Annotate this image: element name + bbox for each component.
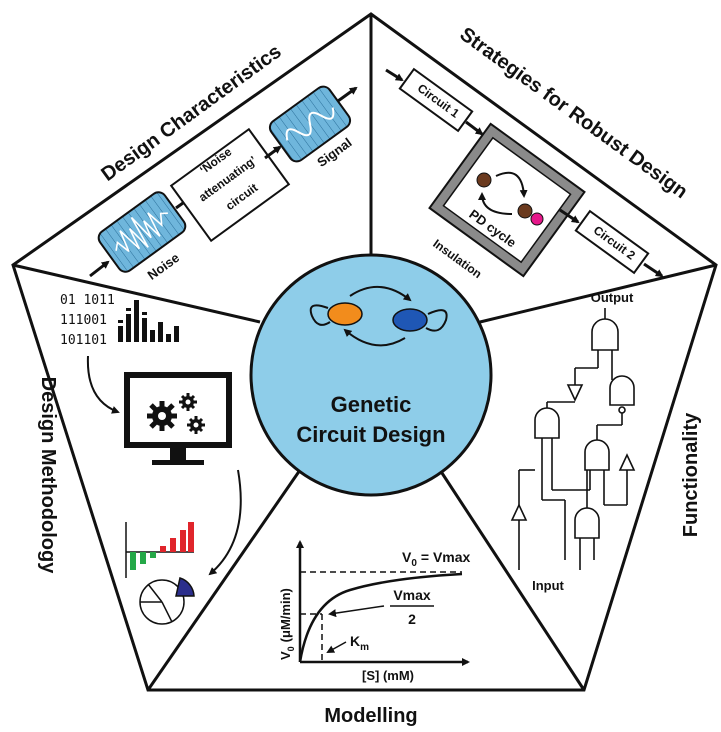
phosphate-group xyxy=(530,212,544,226)
half-arrow xyxy=(328,605,385,618)
and-gate-mid xyxy=(584,439,610,471)
mm-x-label: [S] (mM) xyxy=(362,668,414,683)
circuit1-to-cycle-arrow xyxy=(465,120,484,136)
circuit2-box xyxy=(574,209,650,275)
insulation-box xyxy=(428,122,586,278)
and-gate-left xyxy=(534,407,560,439)
binary-line3: 101101 xyxy=(60,333,107,348)
spoke-left xyxy=(12,263,261,324)
spoke-bottom-right xyxy=(438,469,586,691)
v0-sub: 0 xyxy=(411,558,417,569)
mm-y-label: V0(μM/min) xyxy=(278,588,296,660)
mm-y-unit: (μM/min) xyxy=(278,588,293,642)
computer-monitor xyxy=(124,372,232,465)
logic-network xyxy=(510,308,636,570)
orange-node xyxy=(327,302,363,326)
cycle-to-circuit2-arrow xyxy=(559,208,580,224)
noise-input-arrow xyxy=(89,260,110,278)
and-gate-top xyxy=(591,318,619,351)
section-title-functionality: Functionality xyxy=(680,412,702,537)
protein-unphosphorylated xyxy=(476,172,492,188)
computer-to-results-arrow xyxy=(208,469,242,576)
mm-plot xyxy=(296,540,470,666)
center-title-line1: Genetic xyxy=(331,392,412,417)
equalizer-bars xyxy=(118,300,179,342)
mm-y-sub: 0 xyxy=(286,646,296,651)
circuit1-box xyxy=(398,67,474,133)
repression-arrow xyxy=(343,328,406,347)
section-title-design-methodology: Design Methodology xyxy=(37,377,59,575)
circuit-to-signal-arrow xyxy=(264,145,282,160)
v0-eq: = Vmax xyxy=(421,549,471,565)
central-hub xyxy=(249,253,493,497)
orange-self-loop xyxy=(309,304,331,326)
noise-box xyxy=(97,191,187,273)
binary-line1: 01 1011 xyxy=(60,293,115,308)
signal-output-arrow xyxy=(337,86,358,103)
gear-icon xyxy=(147,393,205,434)
binary-line2: 111001 xyxy=(60,313,107,328)
and-gate-bottom xyxy=(574,507,600,539)
cycle-arrow-forward xyxy=(495,171,528,198)
bar-chart-icon xyxy=(125,522,194,578)
spoke-right xyxy=(479,263,717,324)
cycle-arrow-back xyxy=(478,192,513,215)
nand-gate xyxy=(609,375,635,406)
data-to-computer-arrow xyxy=(86,355,120,414)
input-label: Input xyxy=(532,578,564,593)
activation-arrow xyxy=(349,285,412,302)
half-denominator: 2 xyxy=(408,611,416,627)
half-numerator: Vmax xyxy=(393,587,431,603)
km-sub: m xyxy=(360,642,369,653)
spoke-bottom-left xyxy=(146,469,302,691)
circuit1-input-arrow xyxy=(385,68,404,82)
circuit2-output-arrow xyxy=(643,262,664,278)
signal-box xyxy=(268,85,352,163)
mm-curve xyxy=(298,572,463,663)
blue-self-loop xyxy=(425,309,448,332)
center-title-line2: Circuit Design xyxy=(296,422,445,447)
section-title-modelling: Modelling xyxy=(324,705,417,727)
pie-chart-icon xyxy=(139,577,195,625)
output-label: Output xyxy=(591,290,634,305)
protein-phosphorylated xyxy=(517,203,533,219)
blue-node xyxy=(392,308,428,332)
km-arrow xyxy=(326,641,347,653)
